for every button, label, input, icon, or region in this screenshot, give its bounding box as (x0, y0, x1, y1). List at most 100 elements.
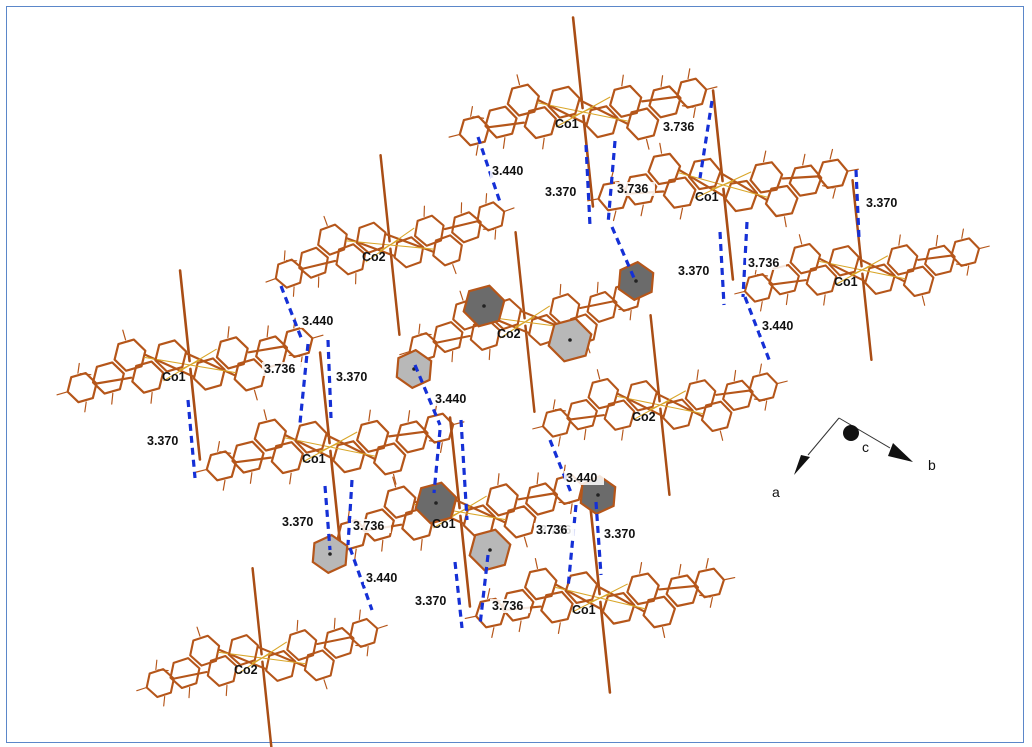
distance-label: 3.440 (492, 164, 523, 178)
aromatic-ring (722, 379, 754, 412)
stacking-contact (326, 339, 333, 419)
hydrogen-bond-stub (420, 538, 423, 551)
aromatic-ring (749, 161, 784, 194)
aromatic-ring (485, 483, 519, 517)
stacking-contact (741, 221, 749, 298)
axial-ligand-bottom (861, 272, 873, 361)
aromatic-ring (503, 505, 537, 539)
axial-ligand-bottom (659, 407, 671, 496)
hydrogen-bond-stub (709, 597, 713, 608)
aromatic-ring (886, 244, 919, 276)
axial-ligands (514, 231, 536, 413)
hydrogen-bond-stub (188, 686, 191, 699)
coordination-bond (459, 495, 487, 513)
complex-co1-lower-right (464, 502, 736, 694)
hydrogen-bond-stub (418, 323, 421, 335)
ring-link-bond (172, 670, 208, 680)
aromatic-ring (432, 234, 463, 267)
aromatic-ring (662, 398, 694, 430)
hydrogen-bond-stub (516, 74, 521, 86)
hydrogen-bond-stub (381, 539, 384, 552)
aromatic-ring (506, 83, 540, 117)
aromatic-ring (684, 379, 717, 411)
aromatic-ring (626, 107, 660, 141)
hydrogen-bond-stub (263, 409, 268, 421)
metal-label: Co1 (162, 370, 186, 384)
equatorial-ligand (265, 202, 495, 297)
ring-link-bond (247, 345, 285, 354)
hydrogen-bond-stub (497, 473, 500, 486)
ring-link-bond (435, 334, 471, 344)
equatorial-ligand (195, 410, 441, 491)
coordination-bond (261, 641, 288, 659)
stacking-contact (548, 439, 574, 496)
hydrogen-bond-stub (785, 293, 789, 306)
distance-label: 3.370 (336, 370, 367, 384)
distance-label: 3.370 (545, 185, 576, 199)
equatorial-ligand (420, 273, 651, 363)
coordination-bond (659, 404, 704, 415)
distance-label: 3.440 (435, 392, 466, 406)
coordination-bond (189, 348, 217, 366)
aromatic-ring (91, 361, 125, 395)
hydrogen-bond-stub (759, 363, 762, 374)
hydrogen-bond-stub (56, 391, 68, 396)
hydrogen-bond-stub (802, 153, 806, 166)
ring-link-bond (579, 300, 615, 310)
distance-label-bg (864, 196, 904, 210)
coordination-bond (722, 184, 768, 198)
distance-label: 3.736 (663, 120, 694, 134)
hydrogen-bond-stub (629, 309, 632, 321)
ring-link-bond (301, 259, 337, 270)
metal-label: Co1 (834, 275, 858, 289)
aromatic-ring (902, 265, 935, 298)
hydrogen-bond-stub (518, 620, 522, 633)
aromatic-ring (355, 221, 387, 254)
aromatic-ring (642, 595, 676, 629)
coordination-bond (189, 364, 236, 374)
hydrogen-bond-stub (217, 440, 221, 452)
hydrogen-bond-stub (753, 398, 766, 402)
hydrogen-bond-stub (596, 281, 599, 294)
ring-link-bond (569, 414, 605, 421)
aromatic-ring (231, 440, 265, 474)
hydrogen-bond-stub (639, 561, 643, 574)
equatorial-ligand (448, 75, 694, 156)
aromatic-ring (764, 184, 799, 218)
coordination-bond (329, 431, 358, 448)
aromatic-ring (356, 419, 390, 453)
ring-centroid (488, 548, 492, 552)
hydrogen-bond-stub (570, 503, 573, 515)
hydrogen-bond-stub (612, 210, 617, 222)
hydrogen-bond-stub (491, 627, 495, 638)
hydrogen-bond-stub (392, 473, 397, 485)
coordination-bond (261, 657, 306, 665)
distance-label: 3.736 (492, 599, 523, 613)
coordination-bond (459, 511, 506, 521)
ring-link-bond (658, 584, 696, 591)
coordination-bond (571, 111, 584, 118)
a-axis-arrowhead (794, 455, 810, 475)
coordination-bond (861, 269, 906, 280)
a-axis-line (807, 417, 840, 456)
hydrogen-bond-stub (459, 290, 464, 301)
aromatic-ring (265, 649, 297, 682)
hydrogen-bond-stub (681, 105, 694, 108)
axial-ligands (711, 89, 735, 281)
aromatic-ring (332, 440, 366, 474)
hydrogen-bond-stub (898, 234, 901, 246)
hydrogen-bond-stub (423, 205, 425, 217)
axial-ligand-bottom (329, 449, 342, 543)
ring-link-bond (641, 95, 679, 103)
distance-label-bg (543, 185, 583, 199)
aromatic-ring (789, 242, 822, 275)
distance-label-bg (534, 523, 574, 537)
hydrogen-bond-stub (536, 472, 539, 485)
ring-link-bond (388, 430, 426, 438)
hydrogen-bond-stub (764, 400, 768, 411)
hydrogen-bond-stub (475, 144, 479, 156)
distance-label: 3.370 (604, 527, 635, 541)
aromatic-ring (524, 567, 558, 601)
distance-label-bg (351, 519, 391, 533)
distance-label: 3.736 (264, 362, 295, 376)
